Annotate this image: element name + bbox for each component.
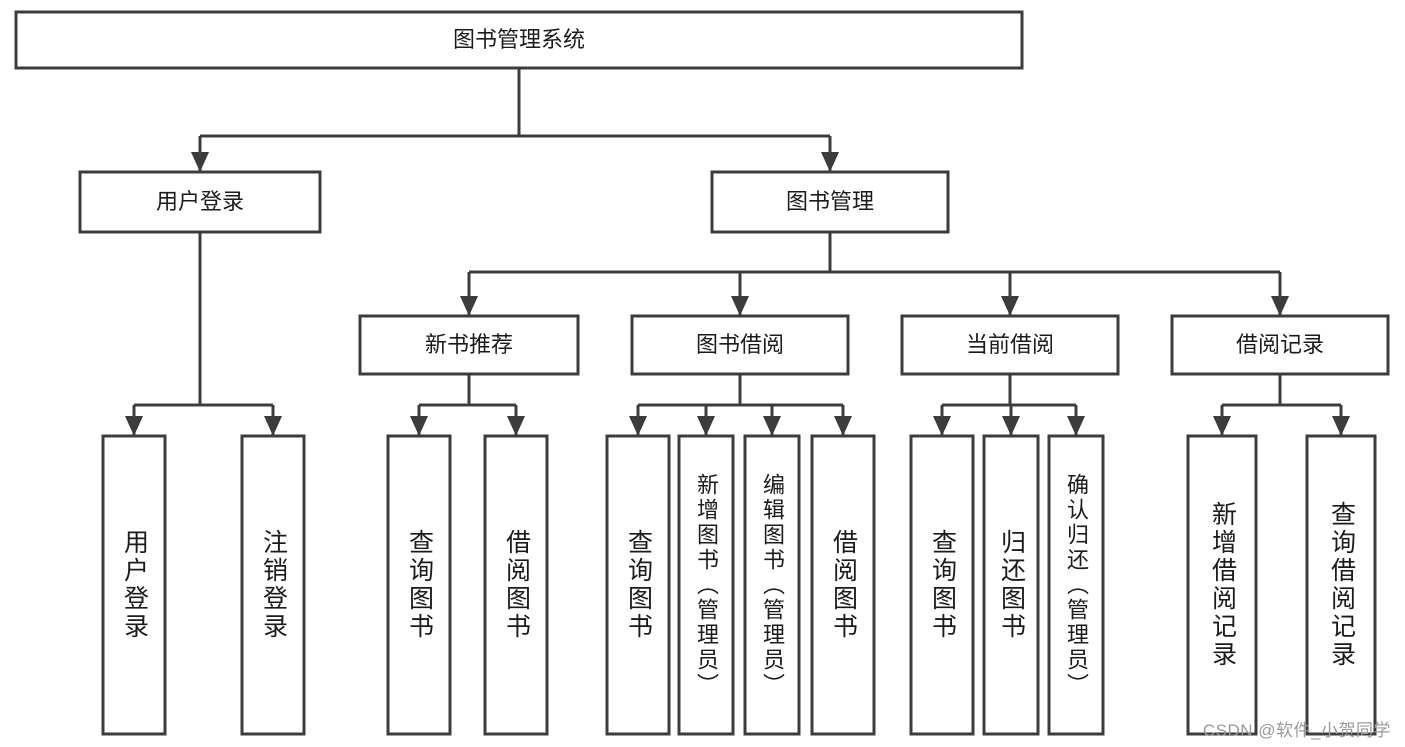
node-box-level3-3[interactable] [1170, 314, 1390, 376]
arrow-head-icon-level3-0 [460, 296, 478, 316]
node-box-level2-0[interactable] [78, 170, 322, 234]
node-box-root-0[interactable] [14, 10, 1024, 70]
node-box-leaf-11[interactable] [1186, 434, 1258, 736]
node-box-level2-1[interactable] [710, 170, 950, 234]
arrow-head-icon-leaf-0-1 [264, 416, 282, 436]
arrow-head-icon-leaf-1-0 [410, 416, 428, 436]
node-box-leaf-7[interactable] [810, 434, 876, 736]
node-label-level2-0: 用户登录 [156, 189, 244, 214]
arrow-head-icon-leaf-4-1 [1332, 416, 1350, 436]
arrow-head-icon-leaf-2-2 [763, 416, 781, 436]
arrow-head-icon-leaf-3-0 [933, 416, 951, 436]
arrow-head-icon-leaf-0-0 [125, 416, 143, 436]
arrow-head-icon-level2-0 [191, 152, 209, 172]
arrow-head-icon-level2-1 [821, 152, 839, 172]
arrow-head-icon-leaf-3-1 [1002, 416, 1020, 436]
node-box-level3-2[interactable] [900, 314, 1120, 376]
node-box-leaf-1[interactable] [240, 434, 306, 736]
arrow-head-icon-level3-3 [1271, 296, 1289, 316]
arrow-head-icon-level3-2 [1001, 296, 1019, 316]
node-label-level3-3: 借阅记录 [1236, 332, 1324, 357]
node-box-leaf-10[interactable] [1047, 434, 1105, 736]
node-box-leaf-2[interactable] [386, 434, 452, 736]
node-box-level3-1[interactable] [630, 314, 850, 376]
arrow-head-icon-leaf-4-0 [1213, 416, 1231, 436]
arrow-head-icon-leaf-3-2 [1067, 416, 1085, 436]
node-box-leaf-0[interactable] [101, 434, 167, 736]
node-label-level3-1: 图书借阅 [696, 332, 784, 357]
node-label-level2-1: 图书管理 [786, 189, 874, 214]
node-box-leaf-8[interactable] [909, 434, 975, 736]
node-label-level3-0: 新书推荐 [425, 332, 513, 357]
node-box-level3-0[interactable] [358, 314, 580, 376]
node-label-root-0: 图书管理系统 [453, 27, 585, 52]
node-box-leaf-12[interactable] [1305, 434, 1377, 736]
connectors-layer [125, 68, 1350, 436]
arrow-head-icon-leaf-2-0 [629, 416, 647, 436]
arrow-head-icon-leaf-1-1 [507, 416, 525, 436]
node-label-level3-2: 当前借阅 [966, 332, 1054, 357]
arrow-head-icon-level3-1 [731, 296, 749, 316]
node-box-leaf-5[interactable] [677, 434, 735, 736]
arrow-head-icon-leaf-2-1 [697, 416, 715, 436]
watermark-text: CSDN @软件_小贺同学 [1202, 721, 1391, 740]
boxes-layer [14, 10, 1390, 736]
node-box-leaf-6[interactable] [743, 434, 801, 736]
node-box-leaf-9[interactable] [982, 434, 1040, 736]
node-box-leaf-4[interactable] [605, 434, 671, 736]
node-box-leaf-3[interactable] [483, 434, 549, 736]
arrow-head-icon-leaf-2-3 [834, 416, 852, 436]
